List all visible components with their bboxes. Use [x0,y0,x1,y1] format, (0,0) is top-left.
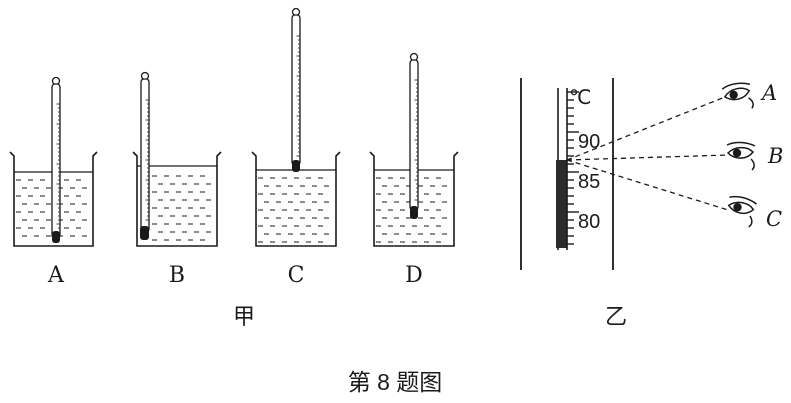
thermometer-c-scale [296,35,300,157]
beaker-label-c: C [288,263,305,288]
thermometer-b [140,71,150,240]
thermometer-a-scale [56,103,60,229]
caption-yi: 乙 [605,304,627,329]
thermometer-d-scale [414,79,418,201]
thermometer-a-tube [51,83,61,239]
sight-line-b [566,154,729,161]
beaker-d-outline [369,151,459,247]
caption-jia: 甲 [233,304,255,329]
beaker-label-a: A [47,263,65,288]
eye-icon-b [726,141,756,171]
sight-line-c [566,159,729,211]
tick-label-80: 80 [578,211,600,233]
sight-line-a [566,96,726,161]
thermometer-d-tube [409,59,419,211]
beaker-b-outline [132,151,222,247]
beaker-c [251,7,341,247]
beaker-c-water [258,177,329,243]
thermometer-c-tube [291,14,301,166]
thermometer-d [409,52,419,219]
beaker-d [369,52,459,247]
thermometer-c-bulb [292,160,300,172]
beaker-label-d: D [405,263,423,288]
beaker-d-water [376,177,447,243]
eye-label-b: B [767,144,783,168]
tick-label-90: 90 [578,131,600,153]
eye-icon-c [727,195,758,228]
beaker-a-outline [9,151,98,247]
thermometer-a-bulb [52,231,60,243]
thermometer-yi-ticks [566,88,579,250]
beaker-b [132,71,222,247]
unit-label: ℃ [569,87,591,109]
thermometer-b-tube [140,78,150,233]
panel-yi: ℃ 90 85 80 A B C [520,78,783,270]
thermometer-b-scale [145,99,149,221]
figure-caption: 第 8 题图 [348,369,443,395]
beaker-c-outline [251,151,341,247]
tick-label-85: 85 [578,171,600,193]
thermometer-b-bulb [140,226,149,240]
eye-label-c: C [766,207,782,231]
beaker-b-water [152,175,211,241]
beaker-label-b: B [169,263,185,288]
thermometer-c [291,7,301,172]
thermometer-d-bulb [410,206,418,219]
thermometer-a [51,76,61,243]
eye-icon-a [721,82,754,109]
eye-label-a: A [760,81,777,105]
thermometer-yi-mercury [556,160,567,248]
beaker-a [9,76,98,247]
